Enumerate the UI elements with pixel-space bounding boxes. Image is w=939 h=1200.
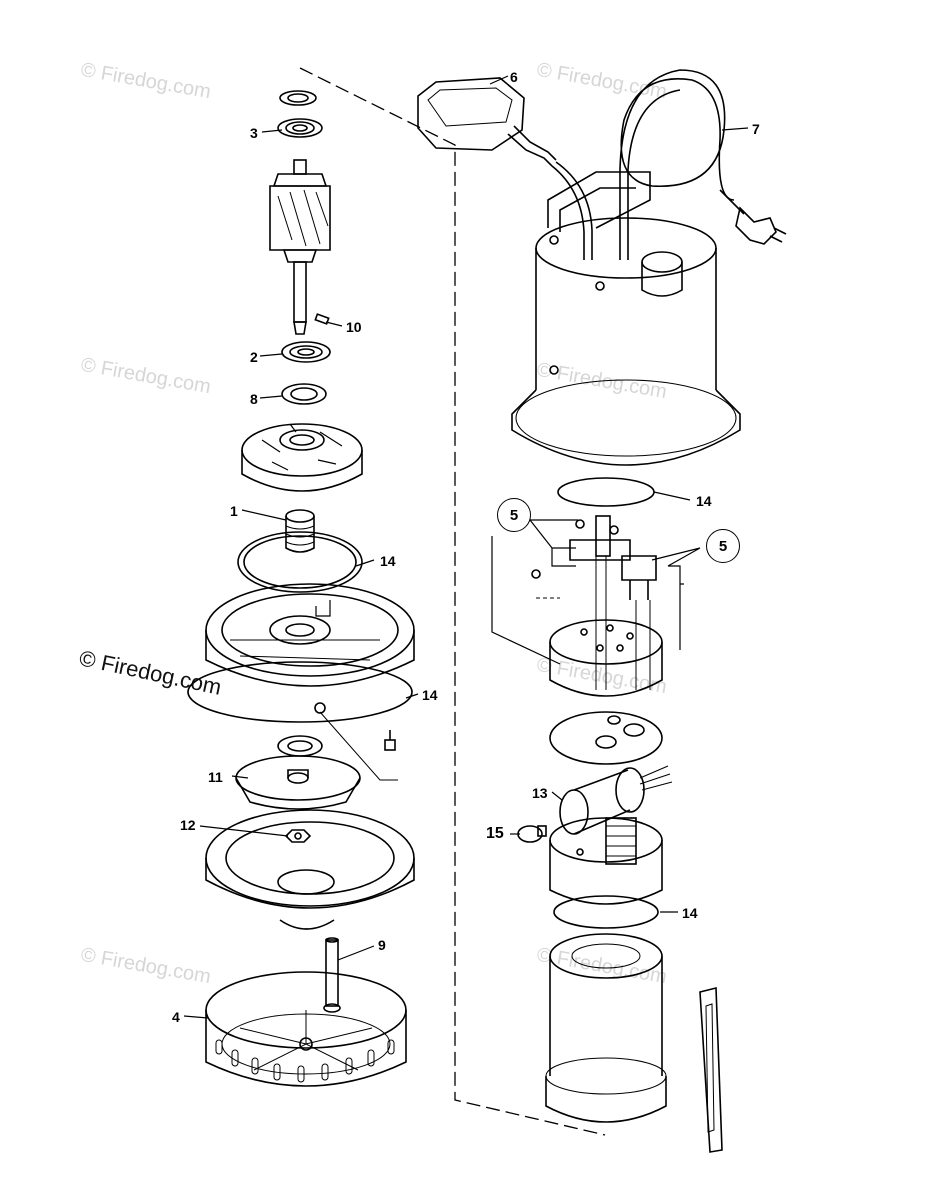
nut-12 (284, 829, 312, 843)
leader-lines (183, 75, 749, 1019)
callout-14-upper-left: 14 (380, 553, 396, 569)
callout-5-circle-left: 5 (497, 498, 531, 532)
callout-14-lower-left: 14 (422, 687, 438, 703)
assembly-dash-line (299, 67, 606, 1136)
power-cable-7 (619, 69, 787, 260)
terminal-housing (549, 817, 663, 905)
switch-15 (517, 825, 547, 843)
pin-9 (323, 937, 341, 1013)
impeller-ring (277, 735, 323, 757)
key-10 (314, 313, 330, 325)
callout-1: 1 (230, 503, 238, 519)
callout-14-right-top: 14 (696, 493, 712, 509)
screw (384, 730, 396, 751)
callout-5b-bracket (651, 547, 701, 650)
rotor-shaft (269, 159, 331, 335)
callout-7: 7 (752, 121, 760, 137)
float-switch-6 (417, 77, 557, 167)
o-ring-14-right-top (557, 477, 655, 507)
top-washer (279, 90, 317, 106)
callout-4: 4 (172, 1009, 180, 1025)
strainer-4 (205, 971, 407, 1087)
callout-11: 11 (208, 769, 223, 785)
callout-14-right-bottom: 14 (682, 905, 698, 921)
motor-can (545, 933, 667, 1123)
callout-5-circle-right: 5 (706, 529, 740, 563)
washer-leader (319, 711, 398, 781)
motor-flange (205, 583, 415, 687)
o-ring-14-right-bottom (553, 895, 659, 929)
callout-8: 8 (250, 391, 258, 407)
bearing-3 (277, 118, 323, 138)
separator-plate (549, 711, 663, 765)
float-cable (555, 161, 593, 260)
o-ring-14-left (237, 531, 363, 593)
callout-15: 15 (486, 825, 504, 842)
washer (314, 702, 326, 714)
callout-5-bracket (491, 519, 578, 665)
mechanical-seal-1 (285, 509, 315, 553)
callout-10: 10 (346, 319, 362, 335)
cable-clip (699, 986, 723, 1153)
callout-3: 3 (250, 125, 258, 141)
bearing-cover (241, 423, 363, 492)
callout-12: 12 (180, 817, 196, 833)
motor-base (549, 619, 663, 697)
callout-9: 9 (378, 937, 386, 953)
callout-6: 6 (510, 69, 518, 85)
seal-8 (281, 383, 327, 405)
callout-13: 13 (532, 785, 548, 801)
pump-housing (205, 809, 415, 930)
cable-entry-assembly (531, 515, 657, 690)
motor-housing (511, 171, 741, 466)
o-ring-14-left-lower (187, 661, 413, 723)
bearing-2 (281, 341, 331, 363)
capacitor-13 (559, 765, 673, 835)
impeller-11 (235, 755, 361, 810)
callout-2: 2 (250, 349, 258, 365)
